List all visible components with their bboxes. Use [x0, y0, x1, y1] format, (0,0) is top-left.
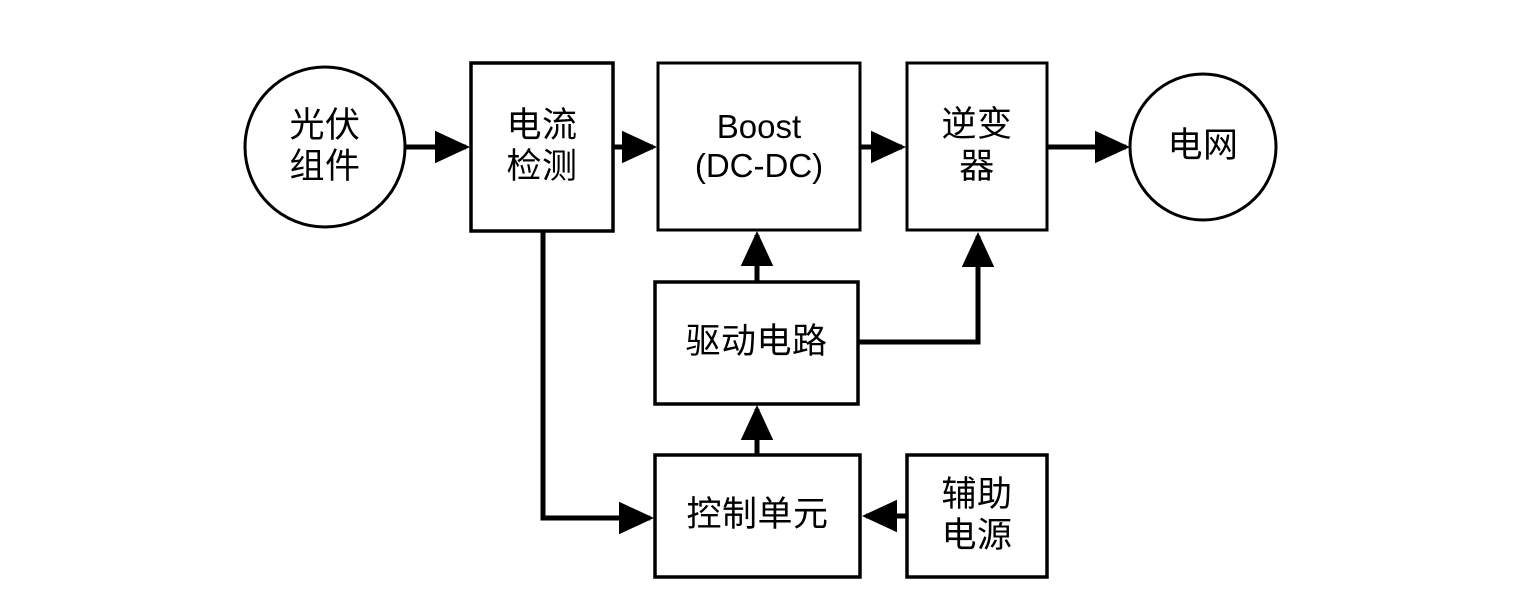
node-drive-circuit[interactable] [653, 280, 860, 406]
node-current-sensing[interactable] [469, 61, 615, 233]
connector-current-sensing-to-control [540, 231, 655, 535]
node-pv-module[interactable] [243, 65, 407, 229]
node-inverter[interactable] [905, 61, 1049, 232]
node-control-unit[interactable] [653, 453, 862, 579]
connector-drive-to-inverter [858, 231, 995, 345]
node-boost-converter[interactable] [656, 61, 862, 232]
node-power-grid[interactable] [1128, 72, 1278, 222]
node-auxiliary-power[interactable] [905, 453, 1049, 579]
